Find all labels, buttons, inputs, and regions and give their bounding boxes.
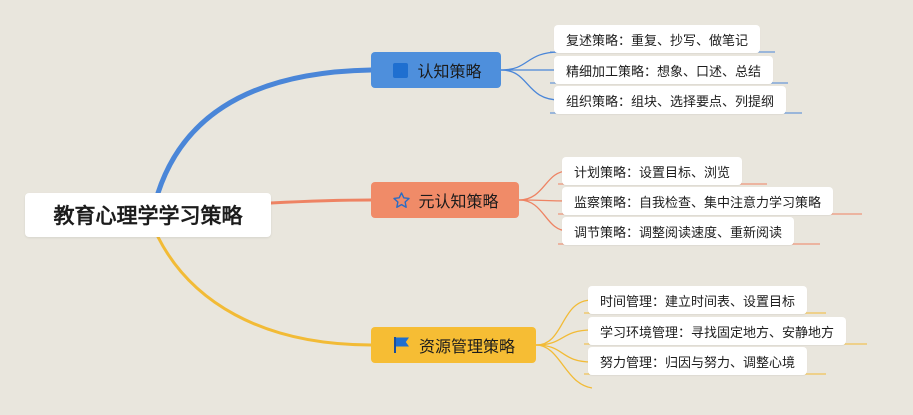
branch-label: 资源管理策略	[418, 337, 515, 356]
leaf-environment-management[interactable]: 学习环境管理：寻找固定地方、安静地方	[588, 317, 847, 345]
leaf-organization-strategy[interactable]: 组织策略：组块、选择要点、列提纲	[554, 86, 787, 114]
branch-resource-management-strategy[interactable]: 资源管理策略	[371, 327, 536, 363]
branch-label: 元认知策略	[418, 192, 499, 211]
leaf-time-management[interactable]: 时间管理：建立时间表、设置目标	[588, 286, 808, 314]
flag-icon	[392, 335, 412, 355]
connector-cognitive-leaf-1	[500, 51, 561, 71]
connector-metacognitive-leaf-1	[518, 170, 569, 201]
leaf-rehearsal-strategy[interactable]: 复述策略：重复、抄写、做笔记	[554, 25, 761, 53]
branch-metacognitive-strategy[interactable]: 元认知策略	[371, 182, 519, 218]
connector-resource-leaf-1	[535, 299, 593, 346]
leaf-monitoring-strategy[interactable]: 监察策略：自我检查、集中注意力学习策略	[562, 187, 834, 215]
root-node[interactable]: 教育心理学学习策略	[25, 193, 271, 237]
leaf-elaboration-strategy[interactable]: 精细加工策略：想象、口述、总结	[554, 56, 774, 84]
leaf-effort-management[interactable]: 努力管理：归因与努力、调整心境	[588, 347, 808, 375]
connector-resource-leaf-3	[535, 344, 593, 363]
branch-cognitive-strategy[interactable]: 认知策略	[371, 52, 501, 88]
connector-cognitive-leaf-3	[500, 69, 561, 101]
connector-resource-leaf-2	[535, 329, 593, 346]
leaf-planning-strategy[interactable]: 计划策略：设置目标、浏览	[562, 157, 743, 185]
star-outline-icon	[391, 190, 411, 210]
connector-root-cognitive	[155, 67, 374, 196]
connector-metacognitive-leaf-3	[518, 199, 569, 232]
blue-square-icon	[390, 60, 410, 80]
connector-root-resource	[156, 235, 373, 347]
branch-label: 认知策略	[417, 62, 482, 81]
connector-resource-leaf-extra	[535, 344, 593, 389]
connector-root-metacognitive	[269, 198, 373, 205]
leaf-regulation-strategy[interactable]: 调节策略：调整阅读速度、重新阅读	[562, 217, 795, 245]
